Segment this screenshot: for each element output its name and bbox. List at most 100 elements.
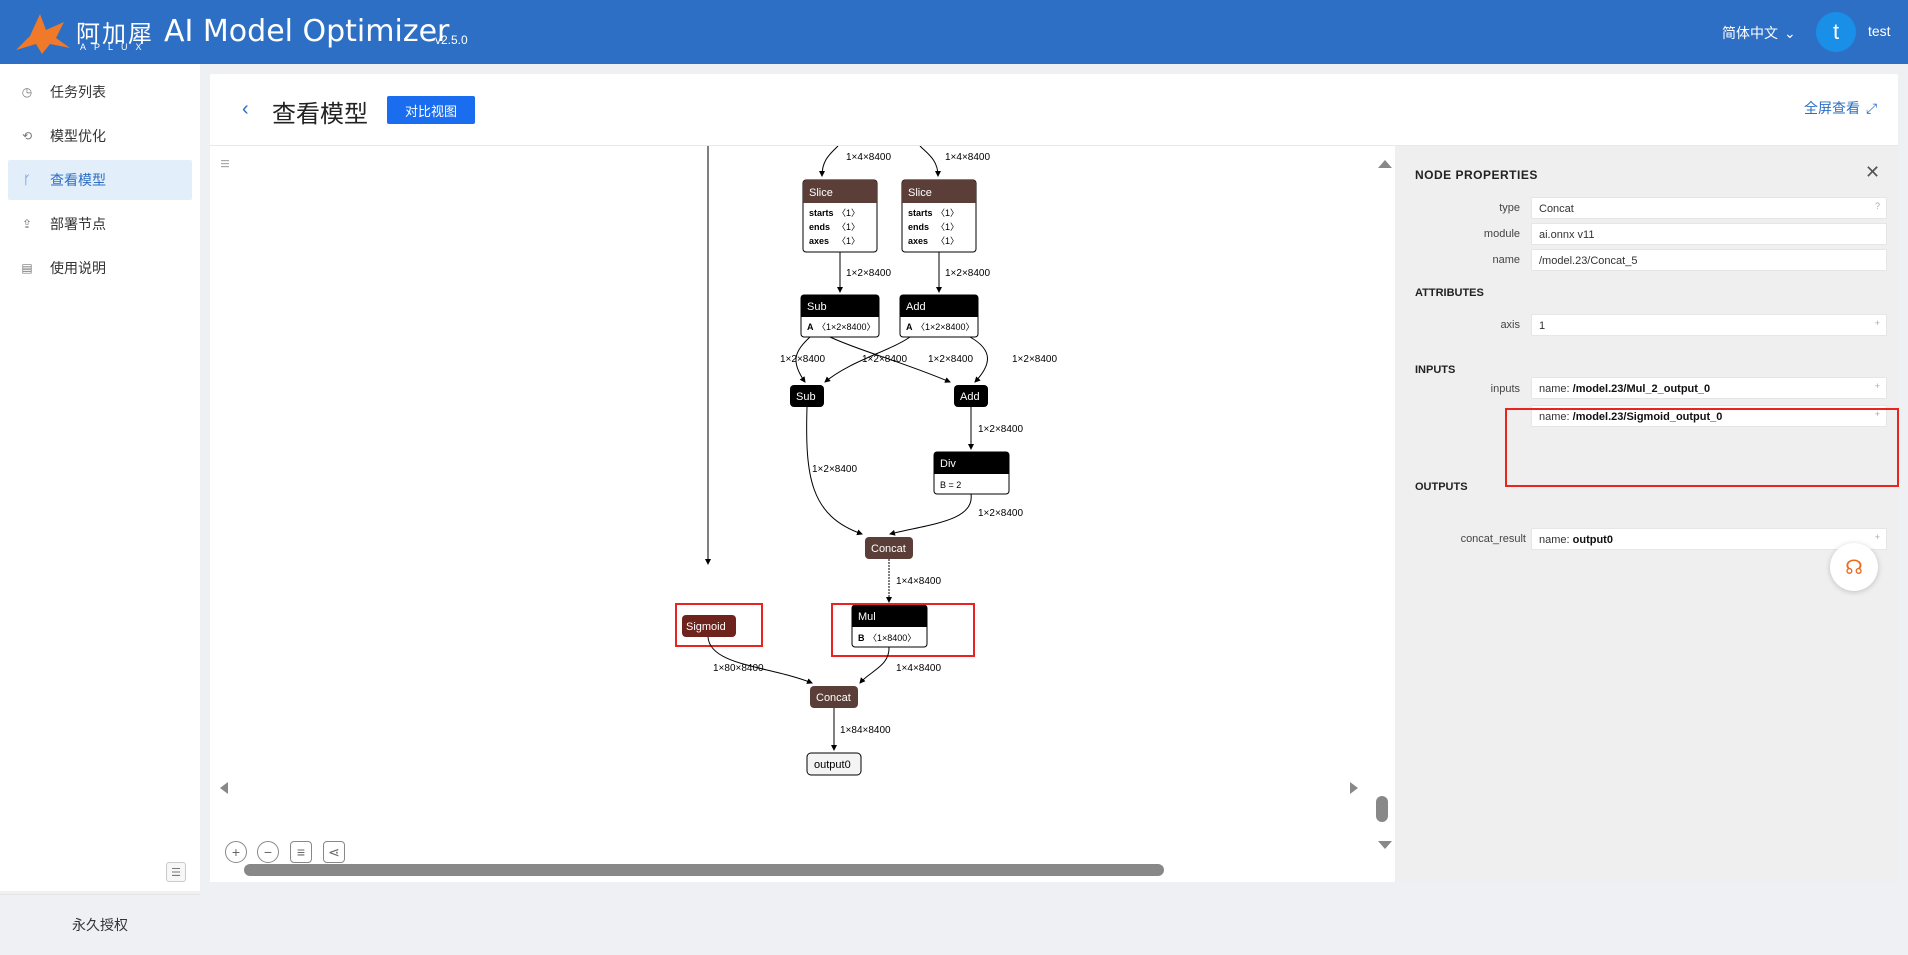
- axis-field[interactable]: 1+: [1531, 314, 1887, 336]
- list-icon[interactable]: ≡: [290, 841, 312, 863]
- username[interactable]: test: [1868, 23, 1891, 39]
- type-field[interactable]: Concat?: [1531, 197, 1887, 219]
- attr-label: axes: [908, 236, 928, 246]
- edge-label: 1×2×8400: [862, 354, 907, 365]
- expand-plus-icon[interactable]: +: [1874, 318, 1880, 328]
- output-field[interactable]: name: output0+: [1531, 528, 1887, 550]
- zoom-out-icon[interactable]: −: [257, 841, 279, 863]
- sidebar-item-deploy-nodes[interactable]: ⇪部署节点: [8, 204, 192, 244]
- vertical-scrollbar[interactable]: [1376, 796, 1388, 822]
- attr-label: starts: [908, 208, 933, 218]
- attr-label: A: [807, 322, 814, 332]
- chevron-down-icon: ⌄: [1784, 24, 1796, 41]
- app-title: AI Model Optimizer: [164, 14, 450, 49]
- attr-value: 〈1〉: [837, 236, 860, 246]
- graph-node-sub[interactable]: Sub A〈1×2×8400〉: [800, 294, 880, 338]
- panel-title: NODE PROPERTIES: [1415, 168, 1538, 182]
- highlight-box: [1505, 408, 1899, 487]
- attr-value: B = 2: [940, 480, 961, 490]
- avatar[interactable]: t: [1816, 12, 1856, 52]
- zoom-in-icon[interactable]: +: [225, 841, 247, 863]
- scroll-right-icon[interactable]: [1350, 782, 1358, 794]
- edge-label: 1×4×8400: [945, 152, 990, 163]
- sidebar-item-view-model[interactable]: ᚴ 查看模型: [8, 160, 192, 200]
- scroll-up-icon[interactable]: [1378, 160, 1392, 168]
- node-title: Concat: [871, 543, 906, 555]
- license-label: 永久授权: [0, 894, 200, 955]
- graph-node-concat[interactable]: Concat: [810, 686, 858, 708]
- module-field: ai.onnx v11: [1531, 223, 1887, 245]
- attr-value: 〈1×2×8400〉: [817, 322, 876, 332]
- language-selector[interactable]: 简体中文 ⌄: [1722, 23, 1796, 43]
- sidebar-item-label: 模型优化: [50, 128, 106, 144]
- horizontal-scrollbar[interactable]: [244, 864, 1164, 876]
- graph-node-div[interactable]: Div B = 2: [933, 451, 1010, 495]
- node-title: Add: [906, 301, 926, 313]
- graph-node-output[interactable]: output0: [806, 752, 862, 776]
- attr-label: ends: [809, 222, 830, 232]
- attr-value: 〈1〉: [936, 222, 959, 232]
- share-icon[interactable]: ⋖: [323, 841, 345, 863]
- output-label: concat_result: [1460, 533, 1526, 545]
- graph-node-sub[interactable]: Sub: [790, 385, 824, 407]
- upload-icon: ⇪: [21, 217, 33, 231]
- fullscreen-button[interactable]: 全屏查看⤢: [1804, 98, 1877, 118]
- type-value: Concat: [1539, 203, 1574, 215]
- expand-plus-icon[interactable]: +: [1874, 409, 1880, 419]
- axis-label: axis: [1500, 319, 1520, 331]
- compare-view-button[interactable]: 对比视图: [387, 96, 475, 124]
- attr-label: A: [906, 322, 913, 332]
- graph-node-add[interactable]: Add A〈1×2×8400〉: [899, 294, 979, 338]
- input-value: /model.23/Mul_2_output_0: [1572, 383, 1711, 395]
- graph-node-add[interactable]: Add: [954, 385, 988, 407]
- sidebar-item-label: 使用说明: [50, 260, 106, 276]
- page-title: 查看模型: [272, 100, 368, 128]
- sidebar-item-model-optimize[interactable]: ⟲ 模型优化: [8, 116, 192, 156]
- sidebar-item-docs[interactable]: ▤使用说明: [8, 248, 192, 288]
- edge-label: 1×4×8400: [896, 576, 941, 587]
- close-icon[interactable]: ✕: [1865, 162, 1881, 182]
- graph-menu-icon[interactable]: [221, 160, 229, 168]
- edge-label: 1×2×8400: [978, 508, 1023, 519]
- sidebar-item-task-list[interactable]: ◷任务列表: [8, 72, 192, 112]
- graph-node-slice[interactable]: Slice starts〈1〉 ends〈1〉 axes〈1〉: [901, 179, 977, 253]
- input-field[interactable]: name: /model.23/Sigmoid_output_0+: [1531, 405, 1887, 427]
- graph-node-mul[interactable]: Mul B〈1×8400〉: [851, 604, 928, 648]
- edge-label: 1×2×8400: [1012, 354, 1057, 365]
- inputs-label: inputs: [1490, 383, 1520, 395]
- attr-label: axes: [809, 236, 829, 246]
- node-title: output0: [814, 759, 851, 771]
- support-headset-icon[interactable]: ☊: [1830, 543, 1878, 591]
- expand-plus-icon[interactable]: +: [1874, 532, 1880, 542]
- attr-value: 〈1〉: [837, 208, 860, 218]
- loop-icon: ⟲: [21, 129, 33, 143]
- branch-icon: ᚴ: [23, 173, 31, 187]
- sidebar-item-label: 查看模型: [50, 172, 106, 188]
- help-icon[interactable]: ?: [1874, 201, 1880, 211]
- edge-label: 1×2×8400: [945, 268, 990, 279]
- edge-label: 1×2×8400: [846, 268, 891, 279]
- scroll-left-icon[interactable]: [220, 782, 228, 794]
- model-graph[interactable]: 1×4×8400 1×4×8400 Slice starts〈1〉 ends〈1…: [210, 146, 1395, 882]
- back-icon[interactable]: ‹: [242, 98, 249, 120]
- axis-value: 1: [1539, 320, 1546, 332]
- name-field: /model.23/Concat_5: [1531, 249, 1887, 271]
- edge-label: 1×4×8400: [846, 152, 891, 163]
- attributes-section-title: ATTRIBUTES: [1415, 287, 1484, 299]
- attr-label: B: [858, 633, 865, 643]
- input-field[interactable]: name: /model.23/Mul_2_output_0+: [1531, 377, 1887, 399]
- input-prefix: name:: [1539, 411, 1573, 423]
- graph-node-concat[interactable]: Concat: [865, 537, 913, 559]
- edge-label: 1×2×8400: [812, 464, 857, 475]
- graph-node-sigmoid[interactable]: Sigmoid: [682, 615, 736, 637]
- graph-node-slice[interactable]: Slice starts〈1〉 ends〈1〉 axes〈1〉: [802, 179, 878, 253]
- scroll-down-icon[interactable]: [1378, 841, 1392, 849]
- language-label: 简体中文: [1722, 25, 1778, 41]
- collapse-sidebar-icon[interactable]: ☰: [166, 862, 186, 882]
- main-card: ‹ 查看模型 对比视图 全屏查看⤢ 1×4×8400 1×4×8400: [210, 74, 1899, 882]
- node-title: Mul: [858, 611, 876, 623]
- expand-plus-icon[interactable]: +: [1874, 381, 1880, 391]
- edge-label: 1×2×8400: [978, 424, 1023, 435]
- attr-label: ends: [908, 222, 929, 232]
